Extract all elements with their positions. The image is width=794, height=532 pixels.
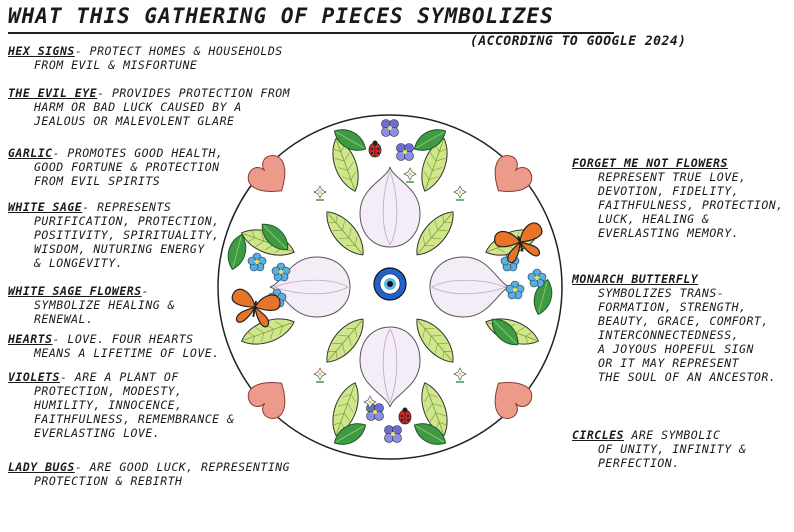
- garlic-bulb: [429, 256, 511, 318]
- entry-line: FROM EVIL SPIRITS: [34, 174, 161, 188]
- entry-line: EVERLASTING LOVE.: [34, 426, 161, 440]
- entry-line: A JOYOUS HOPEFUL SIGN: [598, 342, 754, 356]
- entry-line: JEALOUS OR MALEVOLENT GLARE: [34, 114, 235, 128]
- entry-term: MONARCH BUTTERFLY: [572, 272, 699, 286]
- entry-line: - LOVE. FOUR HEARTS: [52, 332, 194, 346]
- entry-line: BEAUTY, GRACE, COMFORT,: [598, 314, 769, 328]
- entry-forget-me-not: FORGET ME NOT FLOWERS REPRESENT TRUE LOV…: [572, 156, 784, 240]
- entry-line: - ARE A PLANT OF: [59, 370, 179, 384]
- entry-line: PURIFICATION, PROTECTION,: [34, 214, 220, 228]
- entry-term: GARLIC: [8, 146, 53, 160]
- entry-line: FAITHFULNESS, PROTECTION,: [598, 198, 784, 212]
- entry-line: OF UNITY, INFINITY &: [598, 442, 747, 456]
- forget-me-not-flower: [527, 268, 547, 288]
- entry-evil-eye: THE EVIL EYE- PROVIDES PROTECTION FROM H…: [8, 86, 290, 128]
- garlic-bulb: [359, 166, 421, 248]
- entry-line: EVERLASTING MEMORY.: [598, 226, 740, 240]
- entry-line: INTERCONNECTEDNESS,: [598, 328, 740, 342]
- entry-line: POSITIVITY, SPIRITUALITY,: [34, 228, 220, 242]
- entry-line: MEANS A LIFETIME OF LOVE.: [34, 346, 220, 360]
- heart: [243, 370, 298, 424]
- entry-hearts: HEARTS- LOVE. FOUR HEARTS MEANS A LIFETI…: [8, 332, 220, 360]
- mandala-illustration: [217, 114, 563, 460]
- entry-violets: VIOLETS- ARE A PLANT OF PROTECTION, MODE…: [8, 370, 234, 440]
- entry-lady-bugs: LADY BUGS- ARE GOOD LUCK, REPRESENTING P…: [8, 460, 290, 488]
- entry-line: - PROMOTES GOOD HEALTH,: [52, 146, 224, 160]
- sage-flower: [453, 367, 467, 383]
- entry-term: HEARTS: [8, 332, 53, 346]
- entry-line: WISDOM, NUTURING ENERGY: [34, 242, 205, 256]
- sage-flower: [313, 185, 327, 201]
- entry-line: RENEWAL.: [34, 312, 94, 326]
- entry-line: -: [141, 284, 150, 298]
- entry-term: WHITE SAGE: [8, 200, 83, 214]
- entry-line: FROM EVIL & MISFORTUNE: [34, 58, 198, 72]
- entry-line: GOOD FORTUNE & PROTECTION: [34, 160, 220, 174]
- entry-line: PROTECTION & REBIRTH: [34, 474, 183, 488]
- mandala-circle: [217, 114, 563, 460]
- entry-line: PROTECTION, MODESTY,: [34, 384, 183, 398]
- entry-term: WHITE SAGE FLOWERS: [8, 284, 142, 298]
- entry-term: FORGET ME NOT FLOWERS: [572, 156, 728, 170]
- entry-line: PERFECTION.: [598, 456, 680, 470]
- entry-line: LUCK, HEALING &: [598, 212, 710, 226]
- heart: [482, 370, 537, 424]
- entry-line: - REPRESENTS: [82, 200, 172, 214]
- entry-line: FAITHFULNESS, REMEMBRANCE &: [34, 412, 235, 426]
- entry-line: THE SOUL OF AN ANCESTOR.: [598, 370, 777, 384]
- entry-line: HUMILITY, INNOCENCE,: [34, 398, 183, 412]
- entry-line: SYMBOLIZES TRANS-: [598, 286, 725, 300]
- violet-flower: [396, 143, 414, 161]
- entry-line: FORMATION, STRENGTH,: [598, 300, 747, 314]
- entry-garlic: GARLIC- PROMOTES GOOD HEALTH, GOOD FORTU…: [8, 146, 223, 188]
- page-subtitle: (ACCORDING TO GOOGLE 2024): [470, 34, 687, 49]
- sage-flower: [403, 167, 417, 183]
- entry-line: DEVOTION, FIDELITY,: [598, 184, 740, 198]
- evil-eye: [373, 267, 407, 301]
- entry-hex-signs: HEX SIGNS- PROTECT HOMES & HOUSEHOLDS FR…: [8, 44, 283, 72]
- entry-term: THE EVIL EYE: [8, 86, 98, 100]
- entry-line: REPRESENT TRUE LOVE,: [598, 170, 747, 184]
- violet-flower: [381, 119, 399, 137]
- entry-line: - ARE GOOD LUCK, REPRESENTING: [74, 460, 291, 474]
- forget-me-not-flower: [505, 280, 525, 300]
- page-title: WHAT THIS GATHERING OF PIECES SYMBOLIZES: [8, 4, 554, 28]
- sage-flower: [453, 185, 467, 201]
- title-underline: [8, 32, 614, 34]
- entry-term: HEX SIGNS: [8, 44, 75, 58]
- entry-line: - PROVIDES PROTECTION FROM: [97, 86, 291, 100]
- garlic-bulb: [359, 326, 421, 408]
- entry-term: VIOLETS: [8, 370, 60, 384]
- entry-line: OR IT MAY REPRESENT: [598, 356, 740, 370]
- entry-line: SYMBOLIZE HEALING &: [34, 298, 176, 312]
- violet-flower: [384, 425, 402, 443]
- entry-monarch-butterfly: MONARCH BUTTERFLY SYMBOLIZES TRANS- FORM…: [572, 272, 776, 384]
- forget-me-not-flower: [247, 252, 267, 272]
- entry-circles: CIRCLES ARE SYMBOLIC OF UNITY, INFINITY …: [572, 428, 746, 470]
- entry-term: CIRCLES: [572, 428, 624, 442]
- sage-flower: [313, 367, 327, 383]
- entry-term: LADY BUGS: [8, 460, 75, 474]
- entry-white-sage: WHITE SAGE- REPRESENTS PURIFICATION, PRO…: [8, 200, 220, 270]
- heart: [482, 150, 537, 204]
- entry-line: - PROTECT HOMES & HOUSEHOLDS: [74, 44, 283, 58]
- entry-white-sage-flowers: WHITE SAGE FLOWERS- SYMBOLIZE HEALING & …: [8, 284, 175, 326]
- monarch-butterfly: [491, 220, 549, 267]
- ladybug: [368, 140, 382, 158]
- heart: [243, 150, 298, 204]
- forget-me-not-flower: [271, 262, 291, 282]
- entry-line: & LONGEVITY.: [34, 256, 124, 270]
- ladybug: [398, 407, 412, 425]
- entry-line: ARE SYMBOLIC: [623, 428, 721, 442]
- entry-line: HARM OR BAD LUCK CAUSED BY A: [34, 100, 242, 114]
